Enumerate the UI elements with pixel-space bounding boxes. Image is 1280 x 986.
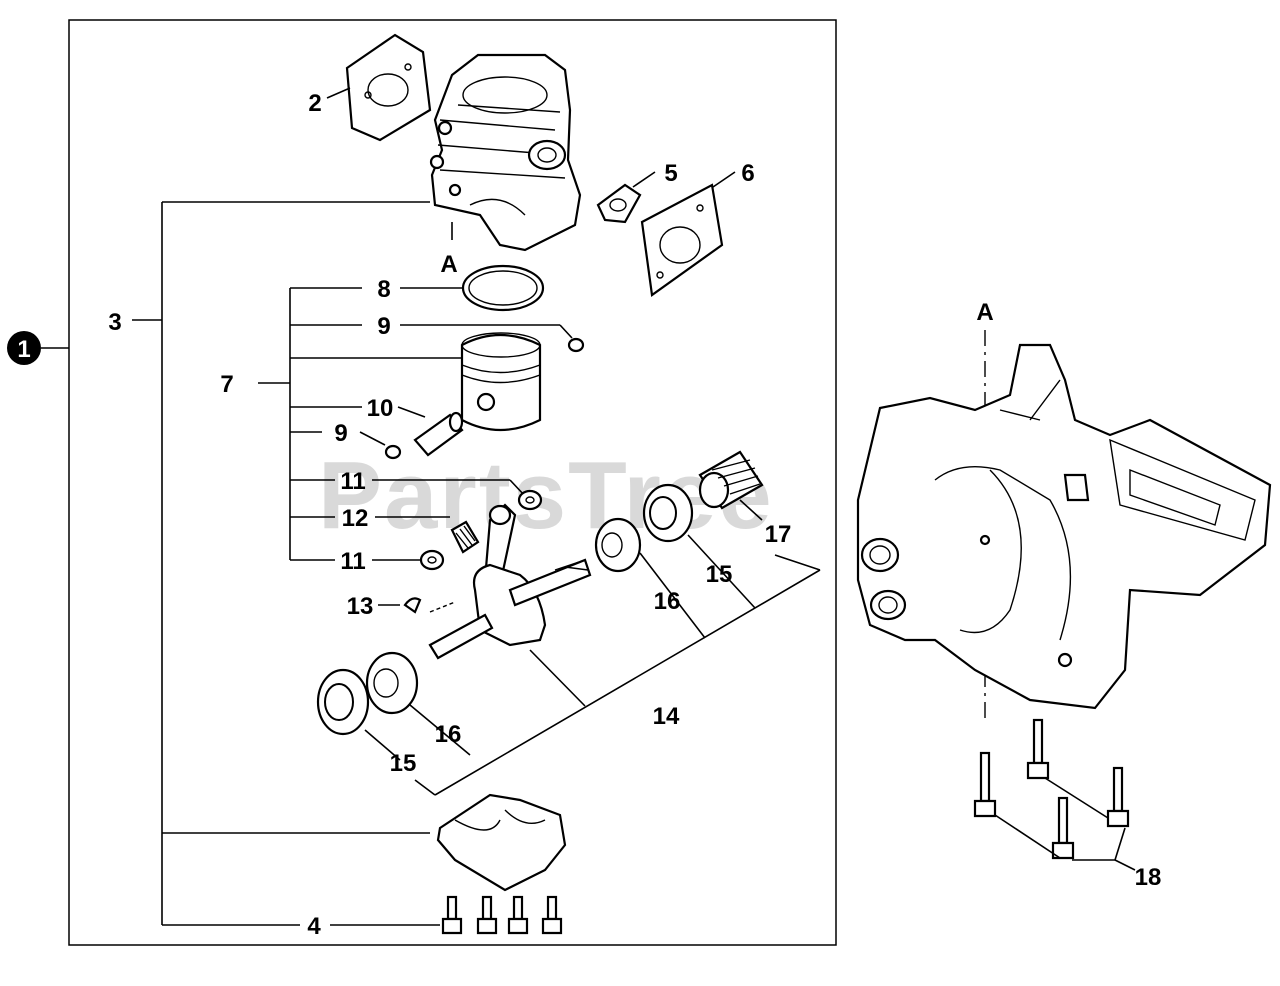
watermark: PartsTree — [318, 442, 774, 549]
callout-16-left: 16 — [435, 721, 462, 748]
callout-7: 7 — [220, 371, 233, 398]
section-label-a-lower: A — [976, 299, 993, 326]
piston-ring — [461, 264, 545, 312]
callout-5: 5 — [664, 160, 677, 187]
bolts-4 — [441, 895, 563, 935]
callout-17: 17 — [765, 521, 792, 548]
callout-14: 14 — [653, 703, 680, 730]
oil-seal-right — [642, 483, 694, 543]
callout-11-upper: 11 — [340, 468, 365, 495]
key-dashed — [429, 601, 456, 613]
leader-17 — [739, 499, 763, 521]
bolts-18 — [973, 718, 1130, 860]
callout-16-right: 16 — [654, 588, 681, 615]
callout-10: 10 — [367, 395, 394, 422]
callout-4: 4 — [307, 913, 321, 940]
crankcase-main — [856, 343, 1272, 710]
thrust-washer-upper — [517, 489, 543, 511]
callout-2: 2 — [308, 90, 321, 117]
bracket-14 — [364, 534, 821, 796]
piston-pin — [413, 411, 464, 457]
piston — [460, 332, 542, 432]
leader-6 — [712, 171, 736, 188]
main-bearing-right — [594, 517, 642, 573]
callout-9-upper: 9 — [377, 313, 390, 340]
oil-seal-left — [316, 668, 370, 736]
callout-13: 13 — [347, 593, 374, 620]
needle-bearing — [450, 520, 480, 554]
callout-11-lower: 11 — [340, 548, 365, 575]
circlip-lower — [384, 444, 402, 460]
assembly-marker: 1 — [7, 331, 41, 365]
main-bearing-left — [365, 651, 419, 715]
callout-8: 8 — [377, 276, 390, 303]
spring-17 — [698, 450, 764, 510]
bracket-18 — [994, 777, 1136, 871]
section-label-a-upper: A — [440, 251, 457, 278]
callout-15-left: 15 — [390, 750, 417, 777]
thrust-washer-lower — [419, 549, 445, 571]
intake-gasket-large — [640, 183, 724, 297]
woodruff-key — [403, 597, 422, 614]
assembly-frame — [68, 19, 837, 946]
callout-6: 6 — [741, 160, 754, 187]
callout-18: 18 — [1135, 864, 1162, 891]
callout-3: 3 — [108, 309, 121, 336]
bracket-7 — [258, 287, 573, 561]
cylinder — [429, 53, 582, 252]
bracket-3 — [132, 201, 440, 926]
cylinder-gasket — [345, 33, 432, 142]
intake-gasket-small — [596, 183, 642, 224]
leader-2 — [326, 87, 351, 99]
circlip-upper — [567, 337, 585, 353]
leader-5 — [632, 171, 656, 188]
svg-text:1: 1 — [17, 336, 30, 363]
callout-15-right: 15 — [706, 561, 733, 588]
callout-9-lower: 9 — [334, 420, 347, 447]
crankcase-lower-half — [436, 793, 567, 892]
callout-12: 12 — [342, 505, 369, 532]
crankshaft — [428, 503, 592, 660]
